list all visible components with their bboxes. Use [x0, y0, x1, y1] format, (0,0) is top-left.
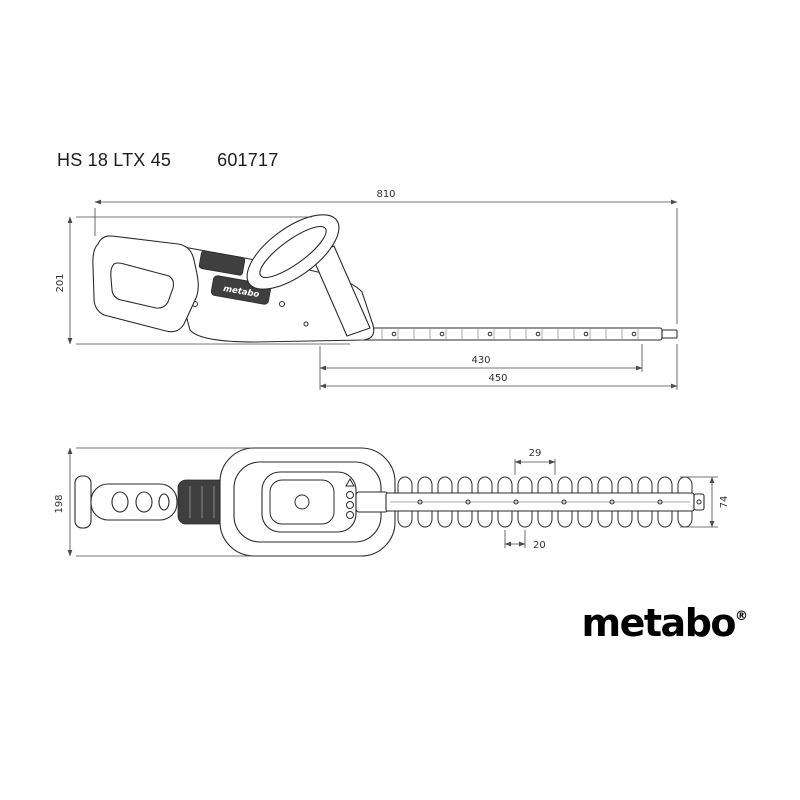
- dim-430: 430: [319, 344, 643, 390]
- warning-icons: [345, 477, 355, 519]
- blade-teeth-ticks: [381, 328, 639, 340]
- dim-20-label: 20: [533, 540, 546, 551]
- metabo-logo-text: metabo: [581, 601, 737, 645]
- metabo-logo: metabo®: [582, 604, 748, 642]
- bail-handle: [246, 214, 340, 290]
- dim-201-label: 201: [55, 273, 66, 292]
- side-view-drawing: metabo 810: [55, 189, 678, 390]
- dim-198: 198: [54, 447, 250, 557]
- grip-hole: [158, 493, 170, 511]
- article-number: 601717: [217, 150, 279, 170]
- blade-side: [349, 327, 678, 341]
- rear-handle-top: [74, 475, 178, 529]
- read-manual-icon: [346, 491, 354, 499]
- motor-pod-top: [261, 471, 357, 533]
- dim-20: 20: [504, 530, 546, 551]
- eye-protection-icon: [346, 501, 354, 509]
- dim-74: 74: [680, 476, 730, 528]
- top-view-drawing: 198 29 74 20: [54, 447, 730, 557]
- blade-tip: [693, 493, 705, 511]
- dim-810-label: 810: [376, 189, 395, 200]
- grip-hole: [111, 491, 129, 513]
- warning-triangle-icon: [345, 477, 355, 487]
- handle-end-cap: [74, 475, 92, 529]
- dim-74-label: 74: [719, 496, 730, 509]
- dim-810: 810: [94, 189, 678, 324]
- dim-450: 450: [319, 344, 678, 390]
- dim-201: 201: [55, 216, 350, 345]
- grip-hole: [135, 491, 153, 513]
- blade-teeth-bottom: [397, 511, 693, 528]
- blade-top: [355, 476, 705, 528]
- blade-end-cap: [661, 329, 678, 339]
- grip-opening: [110, 262, 175, 309]
- dim-198-label: 198: [54, 494, 65, 513]
- blade-teeth-top: [397, 476, 693, 493]
- dim-29-label: 29: [529, 448, 542, 459]
- blade-root: [355, 491, 389, 513]
- dim-450-label: 450: [488, 373, 507, 384]
- blade-screws: [391, 331, 637, 337]
- bar-screws: [417, 499, 663, 505]
- registered-trademark: ®: [735, 609, 748, 625]
- header: HS 18 LTX 45 601717: [57, 150, 278, 171]
- ear-protection-icon: [346, 511, 354, 519]
- battery-pack: [198, 250, 246, 276]
- dim-430-label: 430: [471, 355, 490, 366]
- product-model: HS 18 LTX 45: [57, 150, 172, 170]
- rear-handle: [92, 235, 199, 333]
- dim-29: 29: [514, 448, 556, 475]
